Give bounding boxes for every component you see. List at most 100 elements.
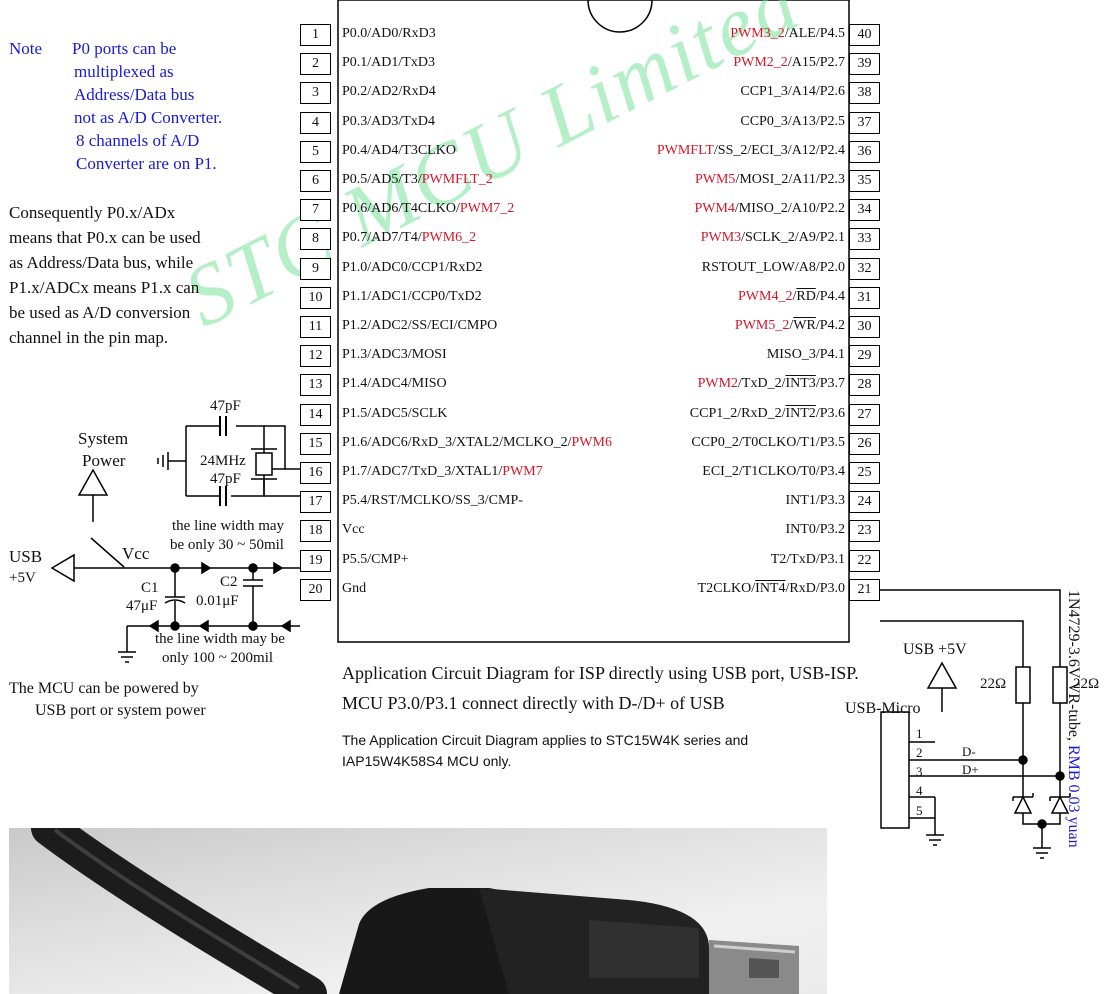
- pin-number-20: 20: [300, 578, 331, 601]
- pin-number-28: 28: [849, 374, 880, 397]
- note-line-5: 8 channels of A/D: [76, 131, 200, 150]
- pin-number-21: 21: [849, 578, 880, 601]
- pin-label-22: T2/TxD/P3.1: [770, 551, 845, 567]
- pin-number-16: 16: [300, 462, 331, 484]
- pin-label-3: P0.2/AD2/RxD4: [342, 84, 436, 100]
- pin-label-36: PWMFLT/SS_2/ECI_3/A12/P2.4: [656, 142, 845, 158]
- pin-label-21: T2CLKO/INT4/RxD/P3.0: [697, 580, 845, 596]
- usb-cable-drawing: [31, 828, 799, 994]
- pin-label-13: P1.4/ADC4/MISO: [342, 376, 447, 392]
- pin-label-18: Vcc: [342, 522, 365, 538]
- usb-pin-4: 4: [916, 783, 923, 798]
- usb-supply-label: USB +5V: [903, 641, 967, 658]
- dminus-label: D-: [962, 744, 976, 759]
- pin-label-29: MISO_3/P4.1: [766, 347, 845, 363]
- vcc-label: Vcc: [122, 544, 150, 563]
- pin-label-4: P0.3/AD3/TxD4: [342, 113, 435, 129]
- pin-number-27: 27: [849, 403, 880, 426]
- note-line-1: P0 ports can be: [72, 39, 177, 58]
- pin-label-26: CCP0_2/T0CLKO/T1/P3.5: [691, 434, 845, 450]
- system-power-line-1: System: [78, 429, 129, 448]
- pin-number-36: 36: [849, 140, 880, 163]
- pin-label-6: P0.5/AD5/T3/PWMFLT_2: [342, 172, 493, 187]
- pin-number-18: 18: [300, 520, 331, 543]
- explanation-line-5: be used as A/D conversion: [9, 303, 191, 322]
- pin-number-25: 25: [849, 462, 880, 484]
- pin-label-38: CCP1_3/A14/P2.6: [740, 84, 845, 100]
- note-line-6: Converter are on P1.: [76, 154, 217, 173]
- pin-label-10: P1.1/ADC1/CCP0/TxD2: [342, 288, 482, 304]
- pin-label-23: INT0/P3.2: [785, 522, 846, 538]
- pin-number-2: 2: [300, 53, 331, 76]
- resistor-1-label: 22Ω: [980, 676, 1007, 692]
- pin-label-27: CCP1_2/RxD_2/INT2/P3.6: [689, 405, 845, 421]
- usb-left-line-1: USB: [9, 547, 43, 566]
- c2-value: 0.01μF: [196, 593, 239, 609]
- pin-number-8: 8: [300, 228, 331, 251]
- pin-number-35: 35: [849, 170, 880, 192]
- cap-bottom-label: 47pF: [210, 471, 241, 487]
- pin-label-1: P0.0/AD0/RxD3: [342, 26, 436, 41]
- pin-number-1: 1: [300, 24, 331, 46]
- power-note-line-1: The MCU can be powered by: [9, 680, 199, 697]
- explanation-line-4: P1.x/ADCx means P1.x can: [9, 278, 200, 297]
- pin-number-6: 6: [300, 170, 331, 192]
- pin-label-37: CCP0_3/A13/P2.5: [740, 113, 845, 129]
- pin-number-4: 4: [300, 111, 331, 134]
- power-note-line-2: USB port or system power: [35, 702, 206, 719]
- resistor-2-label: 22Ω: [1073, 676, 1100, 692]
- pin-number-31: 31: [849, 286, 880, 309]
- pin-number-33: 33: [849, 228, 880, 251]
- pin-label-31: PWM4_2/RD/P4.4: [738, 288, 845, 304]
- pin-number-40: 40: [849, 24, 880, 46]
- pin-label-19: P5.5/CMP+: [342, 551, 409, 567]
- explanation-line-2: means that P0.x can be used: [9, 228, 201, 247]
- applies-line-2: IAP15W4K58S4 MCU only.: [342, 753, 512, 769]
- usb-pin-5: 5: [916, 803, 923, 818]
- pin-label-28: PWM2/TxD_2/INT3/P3.7: [697, 376, 845, 392]
- c2-name: C2: [220, 574, 238, 590]
- pin-label-30: PWM5_2/WR/P4.2: [734, 318, 845, 333]
- pin-label-12: P1.3/ADC3/MOSI: [342, 347, 447, 363]
- pin-number-26: 26: [849, 432, 880, 455]
- pin-number-29: 29: [849, 345, 880, 368]
- pin-label-32: RSTOUT_LOW/A8/P2.0: [701, 259, 845, 275]
- diode-note-text: 1N4729-3.6V VR-tube,: [1065, 590, 1082, 745]
- pin-label-35: PWM5/MOSI_2/A11/P2.3: [694, 172, 845, 187]
- pin-label-39: PWM2_2/A15/P2.7: [733, 55, 845, 71]
- line-width-bottom-2: only 100 ~ 200mil: [162, 650, 274, 666]
- c1-name: C1: [141, 580, 159, 596]
- pin-number-34: 34: [849, 199, 880, 222]
- pin-number-12: 12: [300, 345, 331, 368]
- pin-number-24: 24: [849, 491, 880, 514]
- pin-label-24: INT1/P3.3: [785, 493, 846, 509]
- pin-number-9: 9: [300, 257, 331, 280]
- pin-number-19: 19: [300, 549, 331, 572]
- pin-label-16: P1.7/ADC7/TxD_3/XTAL1/PWM7: [342, 464, 543, 479]
- pin-number-39: 39: [849, 53, 880, 76]
- line-width-bottom-1: the line width may be: [155, 631, 285, 647]
- pin-number-23: 23: [849, 520, 880, 543]
- dplus-label: D+: [962, 762, 979, 777]
- pin-label-11: P1.2/ADC2/SS/ECI/CMPO: [342, 318, 498, 333]
- pin-label-9: P1.0/ADC0/CCP1/RxD2: [342, 259, 483, 275]
- note-label: Note: [9, 39, 43, 58]
- c1-value: 47μF: [126, 598, 158, 614]
- usb-pin-1: 1: [916, 726, 923, 741]
- pin-number-7: 7: [300, 199, 331, 222]
- cap-top-label: 47pF: [210, 398, 241, 414]
- usb-cable-photo: [9, 828, 827, 994]
- line-width-top-1: the line width may: [172, 518, 285, 534]
- line-width-top-2: be only 30 ~ 50mil: [170, 537, 284, 553]
- pin-label-25: ECI_2/T1CLKO/T0/P3.4: [702, 464, 845, 479]
- pin-number-38: 38: [849, 82, 880, 105]
- pin-number-37: 37: [849, 111, 880, 134]
- pin-number-32: 32: [849, 257, 880, 280]
- pin-label-2: P0.1/AD1/TxD3: [342, 55, 435, 71]
- note-line-3: Address/Data bus: [74, 85, 195, 104]
- explanation-line-1: Consequently P0.x/ADx: [9, 203, 176, 222]
- diode-note: 1N4729-3.6V VR-tube, RMB 0.03 yuan: [1064, 590, 1082, 848]
- pin-number-15: 15: [300, 432, 331, 455]
- pin-label-14: P1.5/ADC5/SCLK: [342, 405, 448, 421]
